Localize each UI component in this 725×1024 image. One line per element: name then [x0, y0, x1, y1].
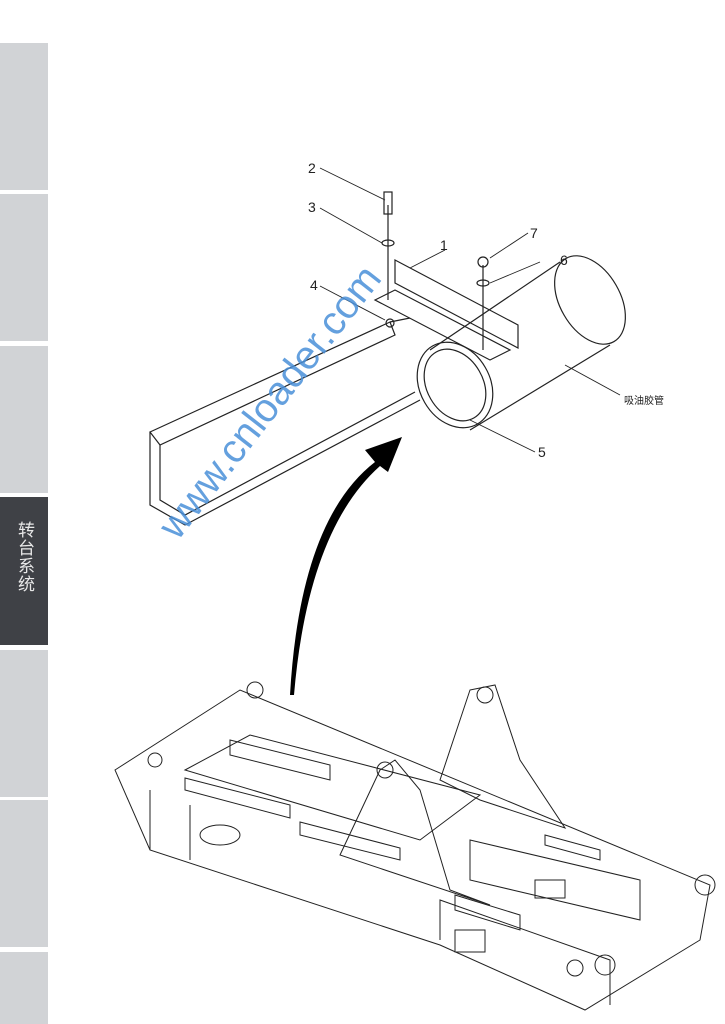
bracket [373, 191, 519, 361]
sidebar-tab-2[interactable] [0, 194, 48, 341]
arrow-icon [290, 437, 402, 695]
callout-leaders [319, 167, 621, 453]
callout-7: 7 [530, 225, 538, 241]
callout-1: 1 [440, 237, 448, 253]
sidebar-tab-3[interactable] [0, 346, 48, 493]
sidebar-tab-label: 转台系统 [14, 521, 34, 593]
sidebar-tab-7[interactable] [0, 952, 48, 1024]
turntable-frame [114, 681, 716, 1011]
callout-5: 5 [538, 444, 546, 460]
callout-2: 2 [308, 160, 316, 176]
hose-label: 吸油胶管 [624, 394, 664, 407]
callout-3: 3 [308, 199, 316, 215]
sidebar-tab-turntable-system[interactable]: 转台系统 [0, 497, 48, 645]
callout-4: 4 [310, 277, 318, 293]
sidebar-tab-5[interactable] [0, 650, 48, 797]
channel-beam [149, 317, 421, 526]
callout-6: 6 [560, 252, 568, 268]
sidebar-tab-6[interactable] [0, 800, 48, 947]
suction-hose [416, 255, 626, 431]
sidebar-tab-1[interactable] [0, 43, 48, 190]
